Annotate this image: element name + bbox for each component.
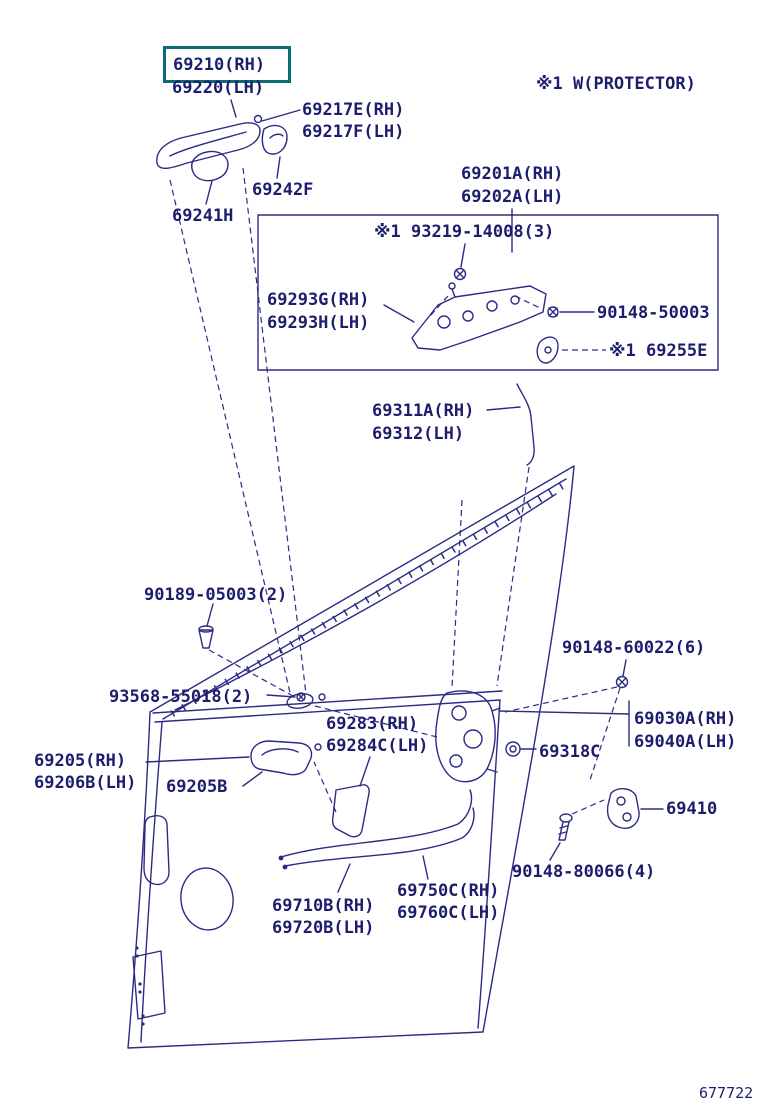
part-label-69312-lh[interactable]: 69312(LH)	[372, 424, 465, 444]
part-label-69283-rh[interactable]: 69283(RH)	[326, 714, 419, 734]
armrest-cutout	[143, 815, 170, 886]
part-label-90148-50003[interactable]: 90148-50003	[597, 303, 710, 323]
part-label-93568-55018[interactable]: 93568-55018(2)	[109, 687, 253, 707]
part-label-69293g-rh[interactable]: 69293G(RH)	[267, 290, 370, 310]
protector-note: ※1 W(PROTECTOR)	[536, 74, 696, 94]
part-label-69040a-lh[interactable]: 69040A(LH)	[634, 732, 737, 752]
part-label-69205b[interactable]: 69205B	[166, 777, 228, 797]
diagram-number: 677722	[699, 1084, 754, 1102]
speaker-hole	[180, 867, 234, 931]
part-label-69217e-rh[interactable]: 69217E(RH)	[302, 100, 405, 120]
striker-shape	[606, 788, 640, 829]
part-label-69311a-rh[interactable]: 69311A(RH)	[372, 401, 475, 421]
selected-part-highlight	[163, 46, 291, 83]
lock-cable-shape	[280, 789, 473, 858]
part-label-69242f[interactable]: 69242F	[252, 180, 314, 200]
part-label-69241h[interactable]: 69241H	[172, 206, 234, 226]
part-label-69201a-rh[interactable]: 69201A(RH)	[461, 164, 564, 184]
part-label-90148-80066[interactable]: 90148-80066(4)	[512, 862, 656, 882]
release-cable-shape	[284, 807, 475, 867]
part-label-69710b-rh[interactable]: 69710B(RH)	[272, 896, 375, 916]
part-label-69293h-lh[interactable]: 69293H(LH)	[267, 313, 370, 333]
part-label-69205-rh[interactable]: 69205(RH)	[34, 751, 127, 771]
pocket-cutout	[132, 950, 166, 1020]
part-label-69255e[interactable]: ※1 69255E	[609, 341, 708, 361]
part-label-90148-60022[interactable]: 90148-60022(6)	[562, 638, 706, 658]
part-label-69720b-lh[interactable]: 69720B(LH)	[272, 918, 375, 938]
inside-handle-shape	[250, 740, 313, 776]
handle-cap-shape	[261, 124, 288, 155]
handle-frame-shape	[411, 285, 547, 351]
rod-shape	[516, 383, 535, 466]
part-label-93219-14008[interactable]: ※1 93219-14008(3)	[374, 222, 555, 242]
part-label-90189-05003[interactable]: 90189-05003(2)	[144, 585, 288, 605]
part-label-69217f-lh[interactable]: 69217F(LH)	[302, 122, 405, 142]
bezel-shape	[331, 784, 370, 838]
part-label-69750c-rh[interactable]: 69750C(RH)	[397, 881, 500, 901]
part-label-69220-lh[interactable]: 69220(LH)	[172, 78, 265, 98]
part-label-69760c-lh[interactable]: 69760C(LH)	[397, 903, 500, 923]
handle-gasket-shape	[190, 150, 229, 182]
door-lock-shape	[435, 690, 496, 783]
part-label-69206b-lh[interactable]: 69206B(LH)	[34, 773, 137, 793]
outside-handle-shape	[156, 122, 261, 169]
part-label-69410[interactable]: 69410	[666, 799, 718, 819]
part-label-69030a-rh[interactable]: 69030A(RH)	[634, 709, 737, 729]
part-label-69210-rh[interactable]: 69210(RH)	[173, 55, 266, 75]
part-label-69318c[interactable]: 69318C	[539, 742, 601, 762]
part-label-69202a-lh[interactable]: 69202A(LH)	[461, 187, 564, 207]
door-outline	[127, 465, 575, 1049]
lock-cylinder-shape	[536, 336, 559, 364]
part-label-69284c-lh[interactable]: 69284C(LH)	[326, 736, 429, 756]
